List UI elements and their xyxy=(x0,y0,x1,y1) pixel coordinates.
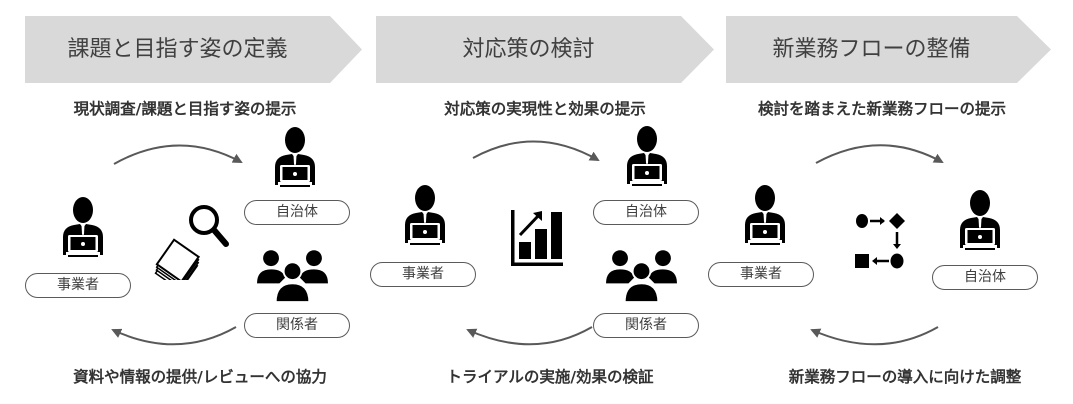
stakeholders-group-icon xyxy=(604,246,679,302)
stage-top-caption: 現状調査/課題と目指す姿の提示 xyxy=(73,100,297,118)
person-laptop-icon xyxy=(622,126,672,186)
person-laptop-icon xyxy=(58,197,108,257)
arrow-to-business-1 xyxy=(111,326,237,346)
chevron-shape xyxy=(25,16,362,83)
chevron-shape xyxy=(726,16,1051,83)
stage-title: 新業務フローの整備 xyxy=(772,37,971,62)
stage-title: 課題と目指す姿の定義 xyxy=(67,37,288,62)
role-badge-municipality: 自治体 xyxy=(593,200,699,225)
person-laptop-icon xyxy=(270,127,320,187)
role-badge-stakeholders: 関係者 xyxy=(244,313,350,338)
role-badge-municipality: 自治体 xyxy=(244,200,350,225)
stage-top-caption: 対応策の実現性と効果の提示 xyxy=(444,100,646,118)
person-laptop-icon xyxy=(955,190,1005,250)
person-laptop-icon xyxy=(400,185,450,245)
person-laptop-icon xyxy=(740,185,790,245)
arrow-to-business-3 xyxy=(810,326,939,346)
stage-title: 対応策の検討 xyxy=(462,37,595,62)
role-badge-stakeholders: 関係者 xyxy=(593,313,699,338)
stage-bottom-caption: 新業務フローの導入に向けた調整 xyxy=(788,368,1022,386)
role-badge-business: 事業者 xyxy=(25,273,131,298)
magnifier-documents-icon xyxy=(154,205,229,280)
arrow-to-municipality-1 xyxy=(113,144,243,165)
stage-top-caption: 検討を踏まえた新業務フローの提示 xyxy=(757,100,1006,118)
stakeholders-group-icon xyxy=(255,246,330,302)
stage-chevron-3: 新業務フローの整備 xyxy=(726,16,1051,83)
workflow-icon xyxy=(855,213,905,269)
growth-chart-icon xyxy=(511,210,563,266)
arrow-to-municipality-3 xyxy=(815,144,944,164)
arrow-to-business-2 xyxy=(466,326,593,346)
stage-chevron-2: 対応策の検討 xyxy=(376,16,714,83)
arrow-to-municipality-2 xyxy=(472,140,600,161)
stage-bottom-caption: 資料や情報の提供/レビューへの協力 xyxy=(73,368,327,386)
stage-chevron-1: 課題と目指す姿の定義 xyxy=(25,16,362,83)
role-badge-business: 事業者 xyxy=(708,262,814,287)
role-badge-business: 事業者 xyxy=(370,262,476,287)
chevron-shape xyxy=(376,16,714,83)
stage-bottom-caption: トライアルの実施/効果の検証 xyxy=(446,368,654,386)
role-badge-municipality: 自治体 xyxy=(932,265,1038,290)
